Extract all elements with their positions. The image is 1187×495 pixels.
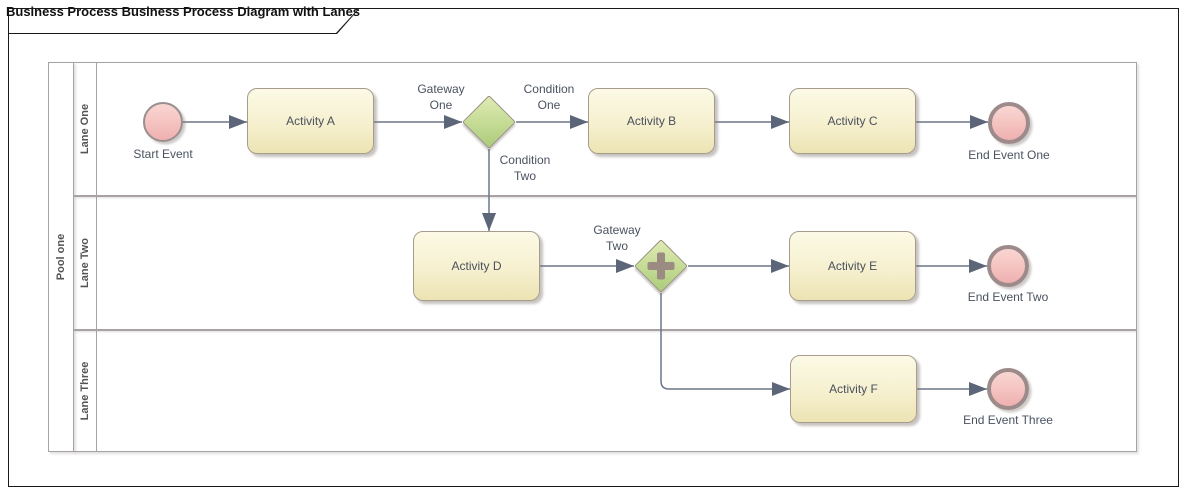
activity-a[interactable]: Activity A [247, 88, 374, 154]
diagram-tab [8, 8, 360, 34]
end-event-three-label: End Event Three [963, 413, 1053, 427]
gateway-two-label: Gateway Two [593, 223, 641, 254]
end-event-one[interactable] [988, 102, 1030, 144]
start-event[interactable] [143, 102, 183, 142]
condition-one-label: Condition One [523, 82, 575, 113]
lane-three-label: Lane Three [79, 361, 91, 421]
lane-two-label: Lane Two [79, 238, 91, 288]
lane-two[interactable]: Lane Two [73, 196, 1137, 330]
activity-c[interactable]: Activity C [789, 88, 916, 154]
pool-label: Pool one [55, 233, 67, 281]
parallel-gateway-plus-icon [643, 248, 679, 284]
lane-two-label-cell[interactable]: Lane Two [74, 197, 97, 329]
end-event-two[interactable] [987, 245, 1029, 287]
start-event-label: Start Event [133, 147, 193, 161]
end-event-one-label: End Event One [968, 148, 1050, 162]
lane-three-label-cell[interactable]: Lane Three [74, 331, 97, 451]
lane-three[interactable]: Lane Three [73, 330, 1137, 452]
diagram-title: Business Process Business Process Diagra… [6, 4, 361, 19]
end-event-three[interactable] [987, 368, 1029, 410]
end-event-two-label: End Event Two [967, 290, 1049, 304]
condition-two-label: Condition Two [499, 153, 551, 184]
gateway-one-label: Gateway One [417, 82, 465, 113]
activity-f[interactable]: Activity F [790, 355, 917, 423]
lane-one-label: Lane One [79, 103, 91, 155]
lane-one-label-cell[interactable]: Lane One [74, 63, 97, 195]
activity-e[interactable]: Activity E [789, 231, 916, 301]
activity-b[interactable]: Activity B [588, 88, 715, 154]
diagram-tab-face [9, 9, 359, 33]
pool-pool-one[interactable]: Pool one [48, 62, 74, 452]
diagram-frame [8, 8, 1179, 487]
lane-one[interactable]: Lane One [73, 62, 1137, 196]
activity-d[interactable]: Activity D [413, 231, 540, 301]
